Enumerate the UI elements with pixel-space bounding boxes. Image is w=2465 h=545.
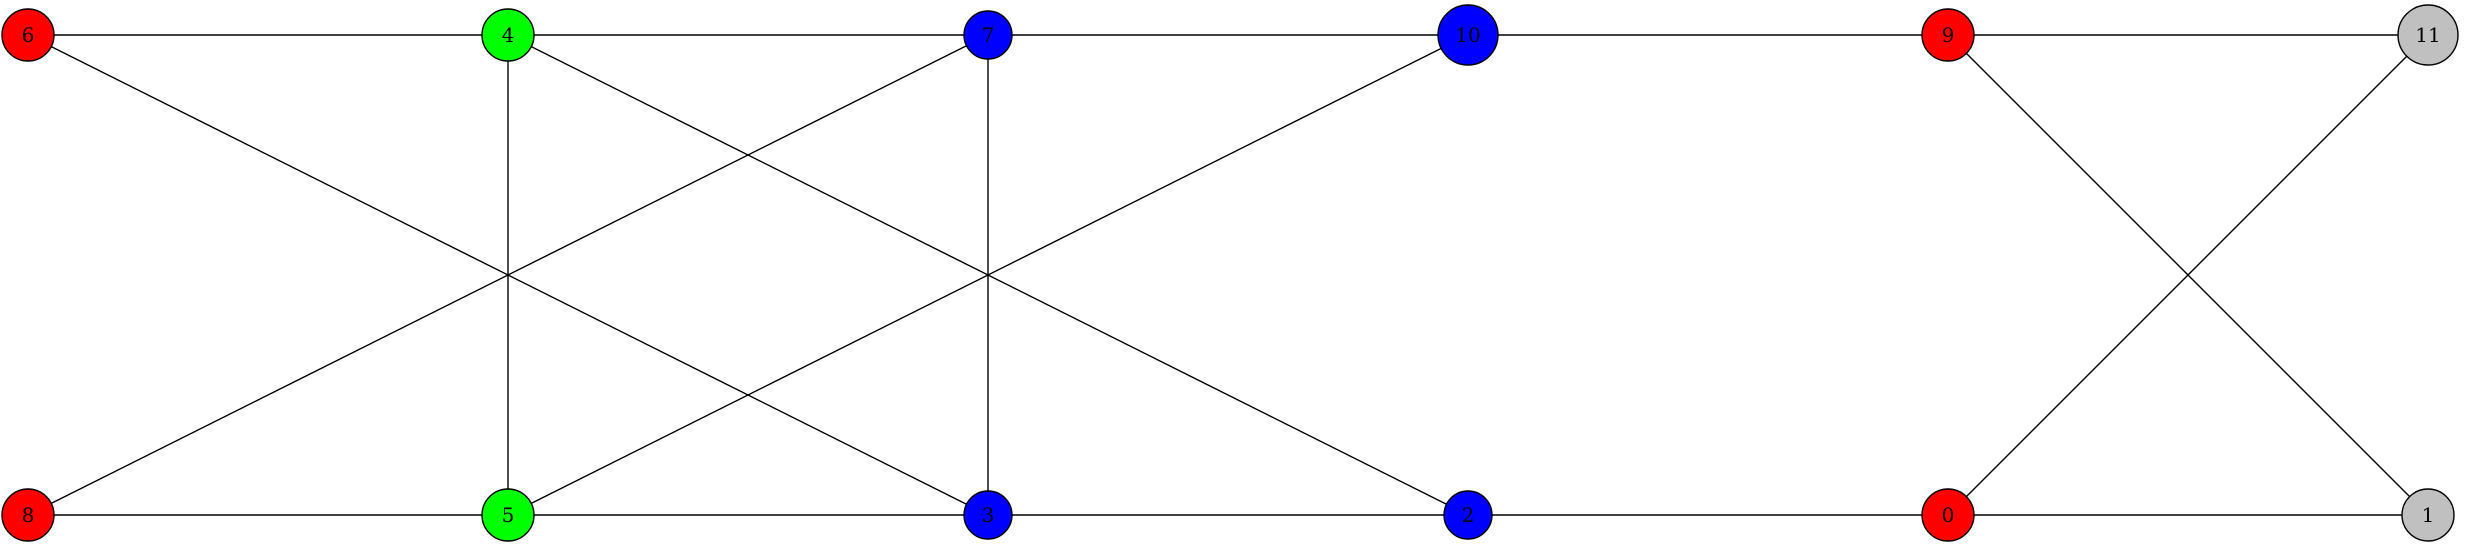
node-label: 10 [1455,23,1480,47]
node-11: 11 [2397,4,2459,66]
node-2: 2 [1443,490,1493,540]
node-label: 2 [1462,503,1475,527]
edge-7-8 [27,34,989,516]
node-label: 11 [2415,23,2440,47]
node-4: 4 [481,8,535,62]
edge-layer [27,34,2429,516]
node-circle [963,490,1013,540]
node-circle [1921,488,1975,542]
node-layer: 0 1 2 3 4 5 6 7 8 9 10 11 [1,4,2459,542]
node-10: 10 [1437,4,1499,66]
edge-11-0 [1947,34,2429,516]
node-label: 4 [502,23,515,47]
node-circle [1,8,55,62]
node-6: 6 [1,8,55,62]
node-8: 8 [1,488,55,542]
node-9: 9 [1921,8,1975,62]
node-label: 0 [1942,503,1955,527]
node-circle [1921,8,1975,62]
node-label: 6 [22,23,35,47]
node-label: 3 [982,503,995,527]
node-label: 7 [982,23,995,47]
node-3: 3 [963,490,1013,540]
node-0: 0 [1921,488,1975,542]
node-circle [1437,4,1499,66]
node-circle [481,488,535,542]
node-circle [2397,4,2459,66]
node-circle [963,10,1013,60]
node-7: 7 [963,10,1013,60]
node-1: 1 [2401,488,2455,542]
node-circle [1,488,55,542]
node-label: 8 [22,503,35,527]
node-label: 9 [1942,23,1955,47]
edge-10-5 [507,34,1469,516]
node-label: 1 [2422,503,2435,527]
node-circle [2401,488,2455,542]
node-circle [481,8,535,62]
node-5: 5 [481,488,535,542]
node-label: 5 [502,503,515,527]
node-circle [1443,490,1493,540]
